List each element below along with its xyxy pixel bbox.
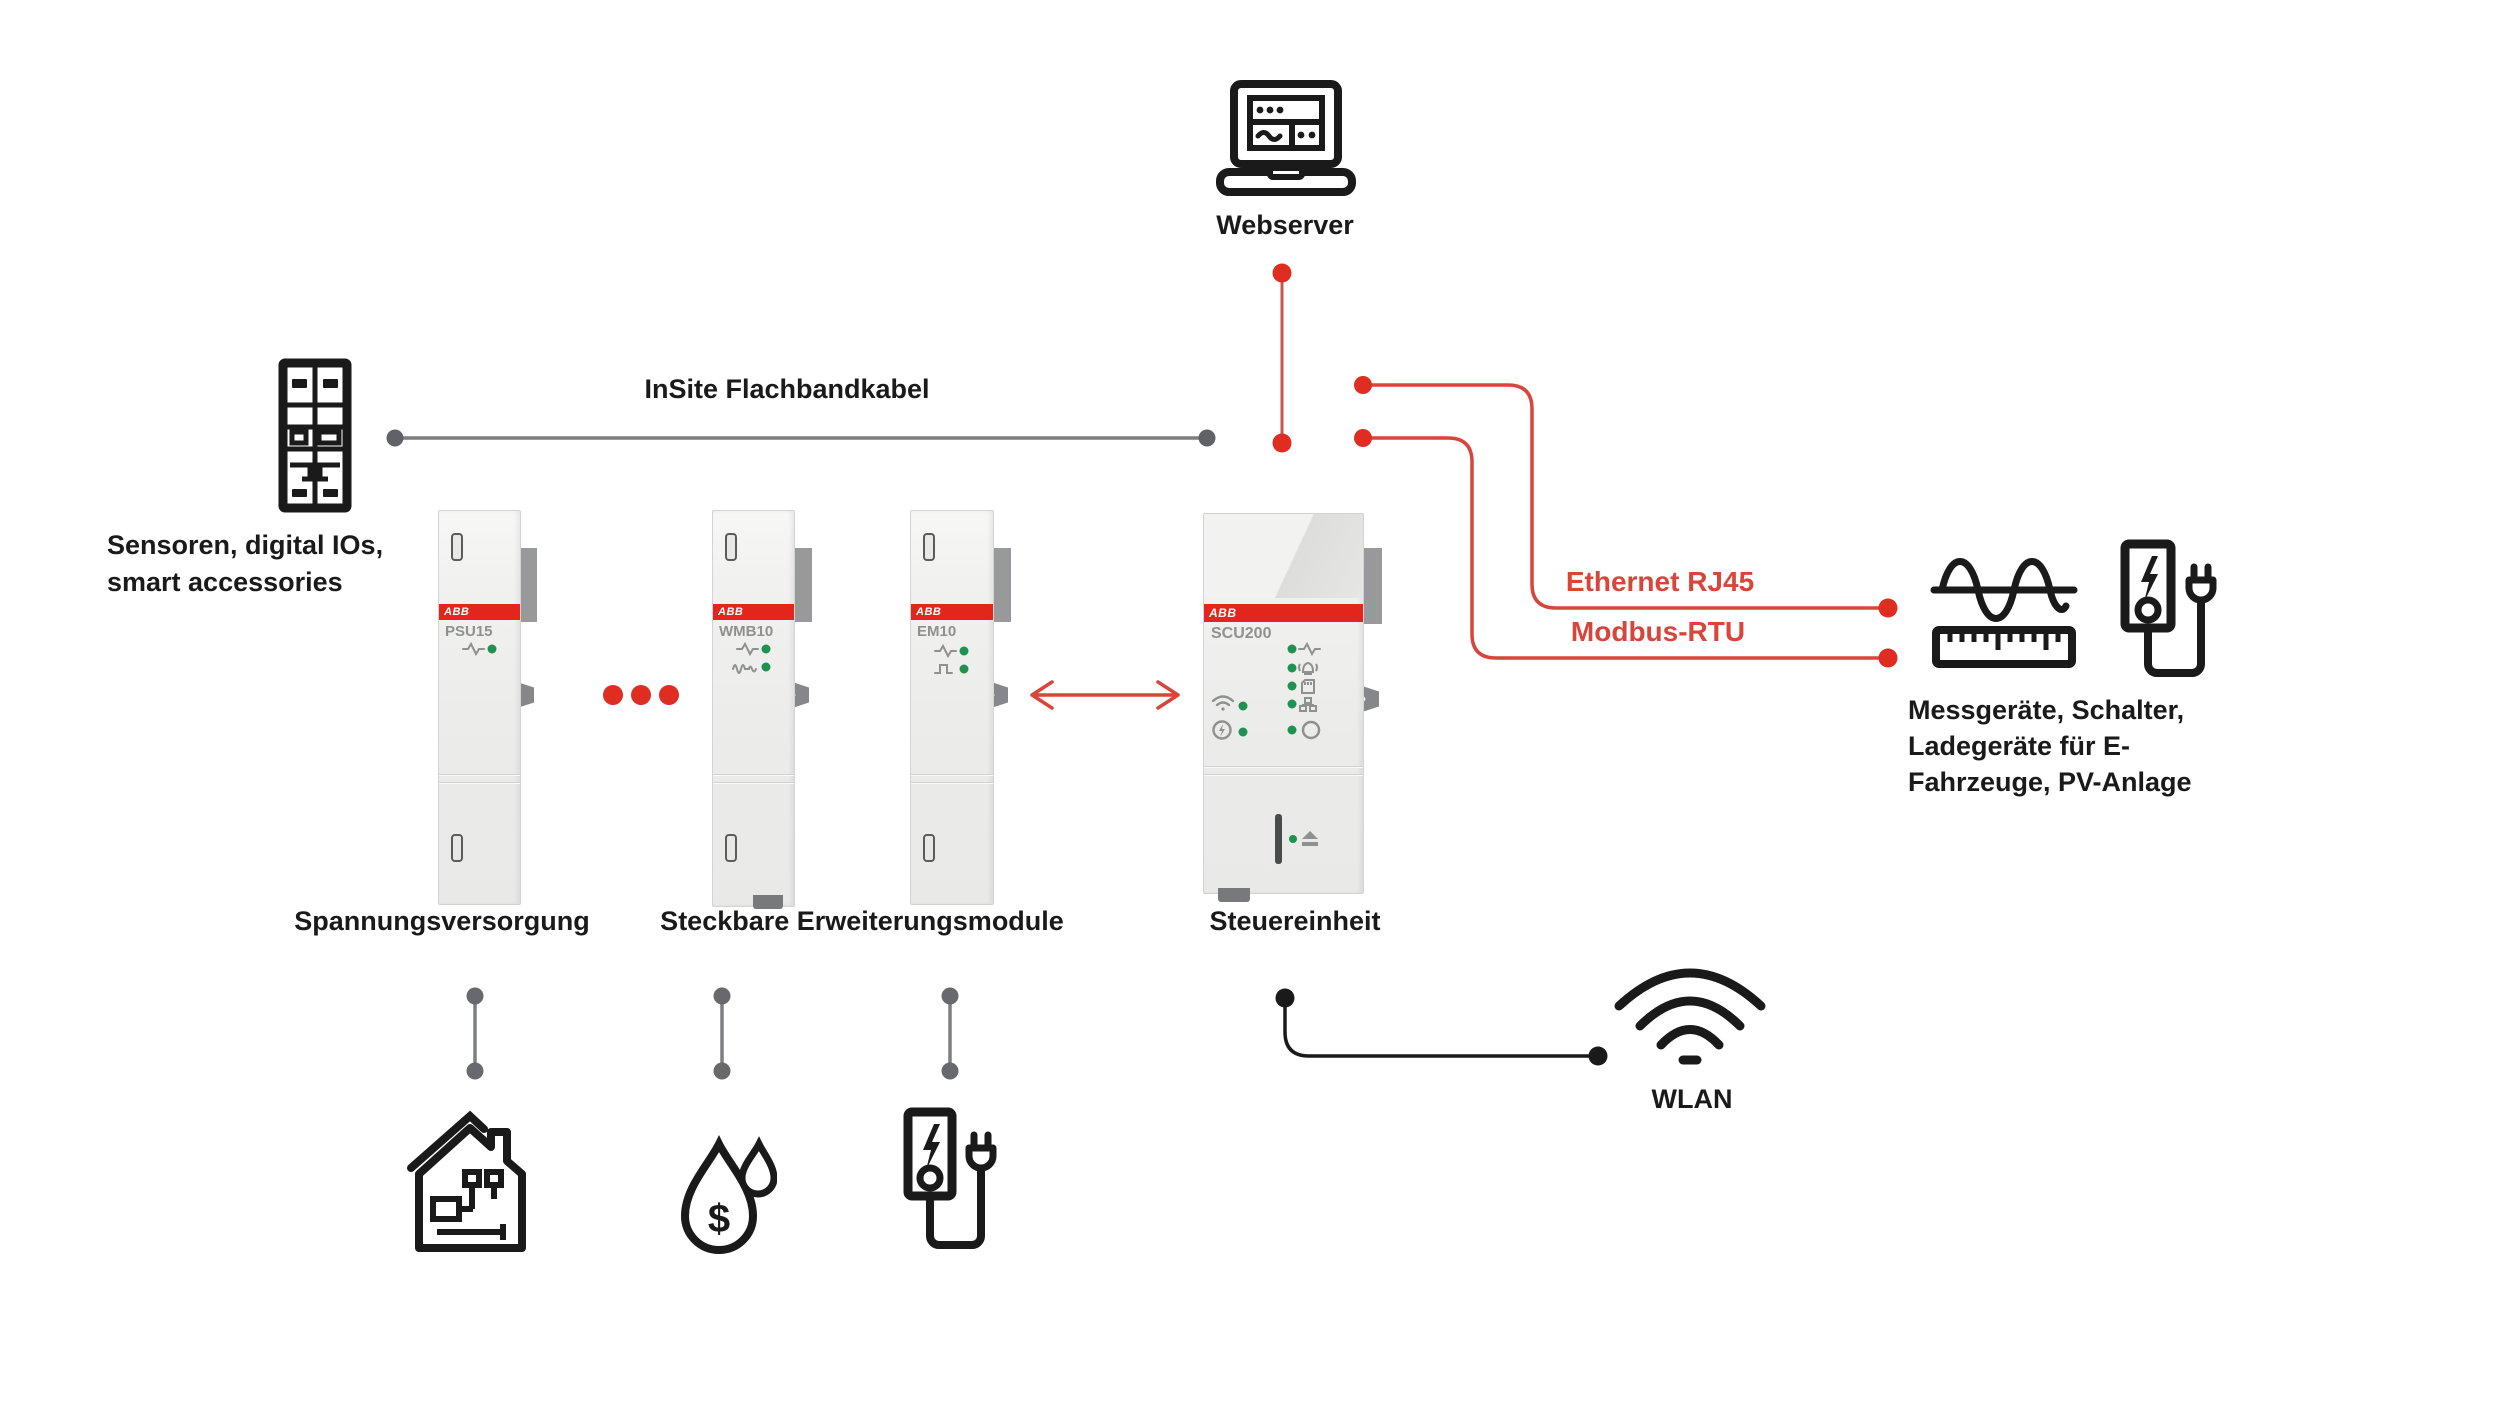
ethernet-dot-start bbox=[1354, 376, 1372, 394]
module-link-arrow bbox=[1030, 680, 1180, 710]
module-seam bbox=[439, 782, 520, 783]
sdcard-led-row bbox=[1287, 679, 1315, 694]
abb-band: ABB bbox=[439, 604, 520, 620]
abb-band: ABB bbox=[713, 604, 794, 620]
right-devices-line3: Fahrzeuge, PV-Anlage bbox=[1908, 767, 2192, 797]
smart-home-icon bbox=[407, 1110, 526, 1252]
ethernet-label: Ethernet RJ45 bbox=[1565, 566, 1755, 597]
module-em10: ABB EM10 bbox=[910, 510, 994, 905]
mbus-led-row bbox=[732, 662, 771, 674]
abb-logo: ABB bbox=[1209, 606, 1237, 620]
power-led-row bbox=[462, 641, 497, 657]
sensors-label-line1: Sensoren, digital IOs, bbox=[107, 530, 384, 560]
mounting-slot-icon bbox=[923, 834, 935, 862]
webserver-dot-bottom bbox=[1272, 433, 1292, 453]
energy-led-row bbox=[1212, 720, 1248, 740]
bottom-connector-tab bbox=[753, 895, 783, 909]
abb-band: ABB bbox=[1204, 604, 1363, 622]
module-seam bbox=[1204, 766, 1363, 767]
webserver-icon bbox=[1216, 80, 1356, 196]
ev-charger-icon bbox=[2120, 539, 2217, 677]
mounting-slot-icon bbox=[725, 533, 737, 561]
abb-logo: ABB bbox=[916, 606, 942, 618]
webserver-dot-top bbox=[1272, 263, 1292, 283]
sensors-label: Sensoren, digital IOs, smart accessories bbox=[107, 527, 383, 601]
right-devices-line2: Ladegeräte für E- bbox=[1908, 731, 2131, 761]
module-seam bbox=[713, 774, 794, 775]
modbus-line bbox=[1363, 436, 1888, 660]
modbus-dot-start bbox=[1354, 429, 1372, 447]
module-model: WMB10 bbox=[719, 623, 774, 640]
abb-band: ABB bbox=[911, 604, 993, 620]
module-seam bbox=[1204, 774, 1363, 775]
bottom-connector-tab bbox=[1218, 888, 1250, 902]
wlan-icon bbox=[1614, 968, 1766, 1065]
module-seam bbox=[439, 774, 520, 775]
module-model: SCU200 bbox=[1211, 625, 1272, 642]
top-cap-shading bbox=[1204, 514, 1363, 598]
ethernet-dot-end bbox=[1878, 598, 1898, 618]
insite-cable-label: InSite Flachbandkabel bbox=[644, 374, 930, 404]
water-cost-icon: $ bbox=[680, 1135, 777, 1254]
power-led-row bbox=[934, 643, 969, 659]
sd-card-slot bbox=[1275, 814, 1282, 864]
expansion-modules-label: Steckbare Erweiterungsmodule bbox=[660, 906, 1064, 936]
wlan-label: WLAN bbox=[1651, 1084, 1733, 1114]
module-model: EM10 bbox=[917, 623, 957, 640]
cable-endpoint-dot bbox=[1198, 429, 1216, 447]
mounting-slot-icon bbox=[923, 533, 935, 561]
control-unit-label: Steuereinheit bbox=[1209, 906, 1381, 936]
module-seam bbox=[911, 782, 993, 783]
abb-logo: ABB bbox=[718, 606, 744, 618]
mounting-slot-icon bbox=[451, 533, 463, 561]
module-wmb10: ABB WMB10 bbox=[712, 510, 795, 909]
pulse-led-row bbox=[934, 664, 969, 674]
ev-charger-bottom-icon bbox=[903, 1107, 997, 1249]
bottom-connectors bbox=[473, 996, 952, 1071]
cable-endpoint-dot bbox=[386, 429, 404, 447]
modbus-dot-end bbox=[1878, 648, 1898, 668]
ethernet-line bbox=[1363, 383, 1888, 610]
module-model: PSU15 bbox=[445, 623, 493, 640]
wlan-line bbox=[1283, 998, 1598, 1058]
sensors-label-line2: smart accessories bbox=[107, 567, 343, 597]
wlan-dot-start bbox=[1275, 988, 1295, 1008]
alarm-led-row bbox=[1287, 661, 1318, 675]
power-led-row bbox=[736, 641, 771, 657]
wifi-led-row bbox=[1211, 695, 1248, 711]
sensors-breaker-icon bbox=[278, 358, 352, 513]
module-scu200: ABB SCU200 bbox=[1203, 513, 1364, 902]
right-devices-line1: Messgeräte, Schalter, bbox=[1908, 695, 2185, 725]
mounting-slot-icon bbox=[451, 834, 463, 862]
module-bus-ellipsis bbox=[603, 685, 679, 705]
module-seam bbox=[713, 782, 794, 783]
power-supply-label: Spannungsversorgung bbox=[294, 906, 590, 936]
wlan-dot-end bbox=[1588, 1046, 1608, 1066]
right-devices-label: Messgeräte, Schalter, Ladegeräte für E- … bbox=[1908, 692, 2192, 800]
module-psu15: ABB PSU15 bbox=[438, 510, 521, 905]
webserver-label: Webserver bbox=[1216, 210, 1354, 240]
abb-logo: ABB bbox=[444, 606, 470, 618]
network-led-row bbox=[1287, 697, 1317, 712]
measurement-icon bbox=[1930, 558, 2078, 668]
currency-symbol: $ bbox=[708, 1197, 730, 1241]
status-led-row bbox=[1287, 720, 1321, 740]
bottom-connector-dots bbox=[466, 987, 959, 1080]
modbus-label: Modbus-RTU bbox=[1570, 616, 1746, 647]
eject-led-row bbox=[1289, 831, 1318, 846]
module-seam bbox=[911, 774, 993, 775]
mounting-slot-icon bbox=[725, 834, 737, 862]
power-led-row bbox=[1287, 641, 1321, 657]
